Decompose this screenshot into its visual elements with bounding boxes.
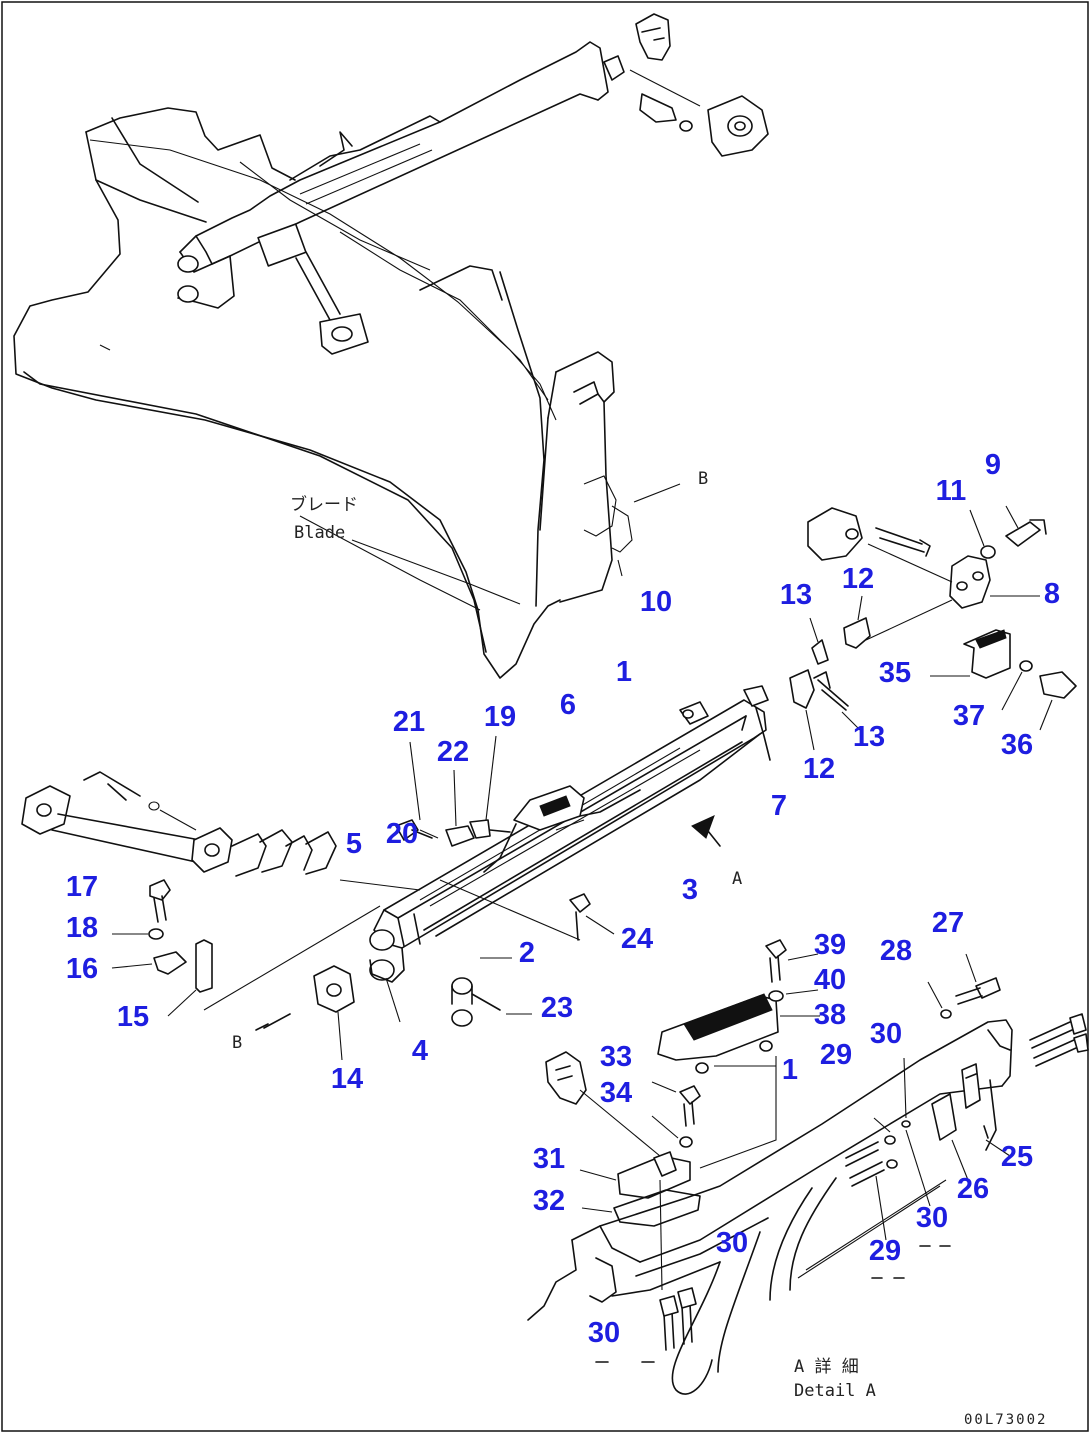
callout-c17: 17 [66,871,98,903]
callout-c22: 22 [437,736,469,768]
blade-label-jp: ブレード [290,494,358,515]
callout-c35: 35 [879,657,911,689]
callout-c18: 18 [66,912,98,944]
lower-left-hardware: B [111,735,615,1061]
callout-c30c: 30 [716,1227,748,1259]
detail-label-jp: A 詳 細 [794,1357,859,1377]
callout-c3: 3 [682,874,698,906]
right-hardware [789,505,1077,751]
callout-c1a: 1 [616,656,632,688]
callout-c1b: 1 [782,1054,798,1086]
callout-c2: 2 [519,937,535,969]
callout-c19: 19 [484,701,516,733]
callout-c36: 36 [1001,729,1033,761]
callout-c30d: 30 [588,1317,620,1349]
callout-c26: 26 [957,1173,989,1205]
callout-c40: 40 [814,964,846,996]
callout-c14: 14 [331,1063,363,1095]
callout-c29a: 29 [820,1039,852,1071]
callout-layer: 9118121310353736131216192122207531718162… [66,449,1060,1349]
callout-c31: 31 [533,1143,565,1175]
callout-c25: 25 [1001,1141,1033,1173]
callout-c4: 4 [412,1035,428,1067]
detail-label-en: Detail A [794,1381,876,1401]
callout-c5: 5 [346,828,362,860]
callout-c9: 9 [985,449,1001,481]
callout-c6: 6 [560,689,576,721]
callout-c21: 21 [393,706,425,738]
callout-c23: 23 [541,992,573,1024]
callout-c12a: 12 [842,563,874,595]
callout-c12b: 12 [803,753,835,785]
callout-c30b: 30 [916,1202,948,1234]
callout-c15: 15 [117,1001,149,1033]
callout-c28: 28 [880,935,912,967]
detail-a: A A 詳 細 Detail A 00L73002 [527,815,1089,1428]
view-arrow-label: A [732,869,742,889]
upper-frame-reference [177,13,769,355]
callout-c7: 7 [771,790,787,822]
ref-b-top: B [698,469,708,489]
callout-c34: 34 [600,1077,632,1109]
callout-c37: 37 [953,700,985,732]
callout-c11: 11 [936,475,967,507]
callout-c24: 24 [621,923,653,955]
callout-c13a: 13 [780,579,812,611]
callout-c29b: 29 [869,1235,901,1267]
callout-c16: 16 [66,953,98,985]
callout-c20: 20 [386,818,418,850]
callout-c39: 39 [814,929,846,961]
left-pin-assembly [21,771,421,891]
callout-c32: 32 [533,1185,565,1217]
drawing-code: 00L73002 [964,1412,1047,1428]
ref-b-left: B [232,1033,242,1053]
blade-label-en: Blade [294,523,345,543]
callout-c38: 38 [814,999,846,1031]
callout-c30a: 30 [870,1018,902,1050]
callout-c10: 10 [640,586,672,618]
callout-c33: 33 [600,1041,632,1073]
frame-arm [369,685,771,983]
callout-c27: 27 [932,907,964,939]
blade-assembly: B ブレード Blade [13,107,708,679]
callout-c8: 8 [1044,578,1060,610]
callout-c13b: 13 [853,721,885,753]
